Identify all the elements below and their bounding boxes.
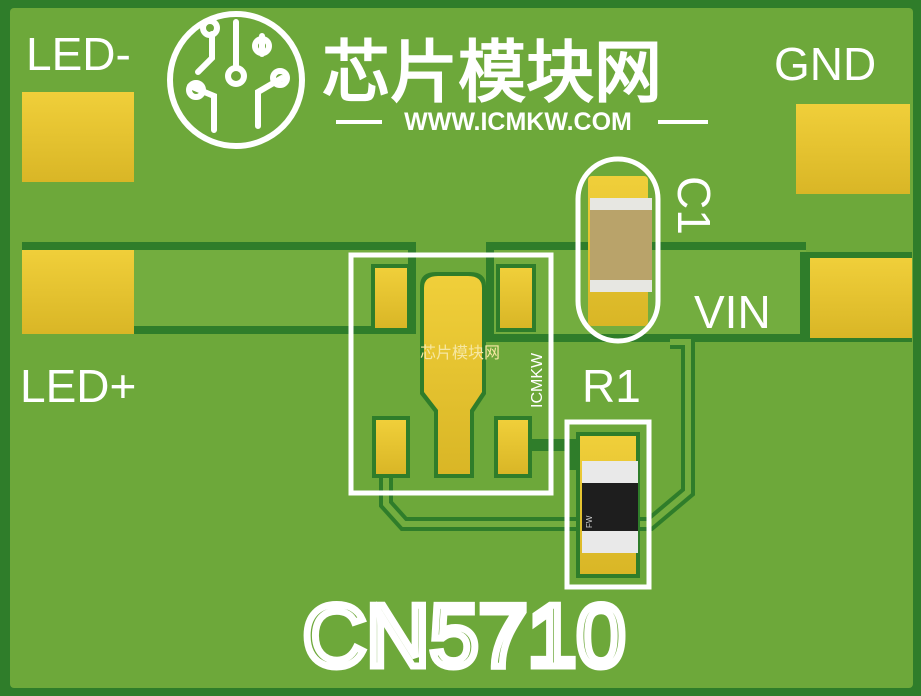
- logo-url: WWW.ICMKW.COM: [404, 108, 632, 136]
- label-led-minus: LED-: [26, 28, 131, 80]
- logo: 芯片模块网 WWW.ICMKW.COM: [167, 11, 708, 149]
- label-gnd: GND: [774, 38, 876, 90]
- label-r1: R1: [582, 360, 641, 412]
- r1-body: [582, 483, 638, 531]
- label-c1: C1: [668, 176, 720, 235]
- u1-silkscreen-box: [348, 252, 554, 496]
- vin-pad: [810, 258, 912, 338]
- led-minus-pad: [22, 92, 134, 182]
- logo-name: 芯片模块网: [322, 35, 662, 111]
- r1-terminal-bottom: [582, 531, 638, 553]
- gnd-pad: [796, 104, 910, 194]
- u1-pad-3: [376, 420, 406, 474]
- r1-terminal-top: [582, 461, 638, 483]
- chip-side-text: ICMKW: [529, 352, 546, 408]
- c1-body: [590, 210, 652, 280]
- c1-silkscreen-outline: [575, 156, 661, 344]
- led-plus-pad: [22, 250, 134, 334]
- u1-pad-4: [498, 420, 528, 474]
- r1-silkscreen-box: [564, 419, 652, 590]
- logo-circle-icon: [167, 11, 305, 149]
- label-vin: VIN: [694, 286, 771, 338]
- c1-terminal-top: [590, 198, 652, 210]
- logo-circuit-icon: [186, 18, 290, 133]
- board-title: CN5710: [303, 586, 626, 685]
- u1-pad-1: [375, 268, 407, 328]
- label-led-plus: LED+: [20, 360, 136, 412]
- trace-chip-to-r1: [530, 439, 578, 470]
- u1-pad-2: [500, 268, 532, 328]
- c1-terminal-bottom: [590, 280, 652, 292]
- r1-marking: FW: [585, 515, 594, 528]
- chip-marking: 芯片模块网: [420, 344, 500, 362]
- u1-center-pad: [424, 276, 482, 474]
